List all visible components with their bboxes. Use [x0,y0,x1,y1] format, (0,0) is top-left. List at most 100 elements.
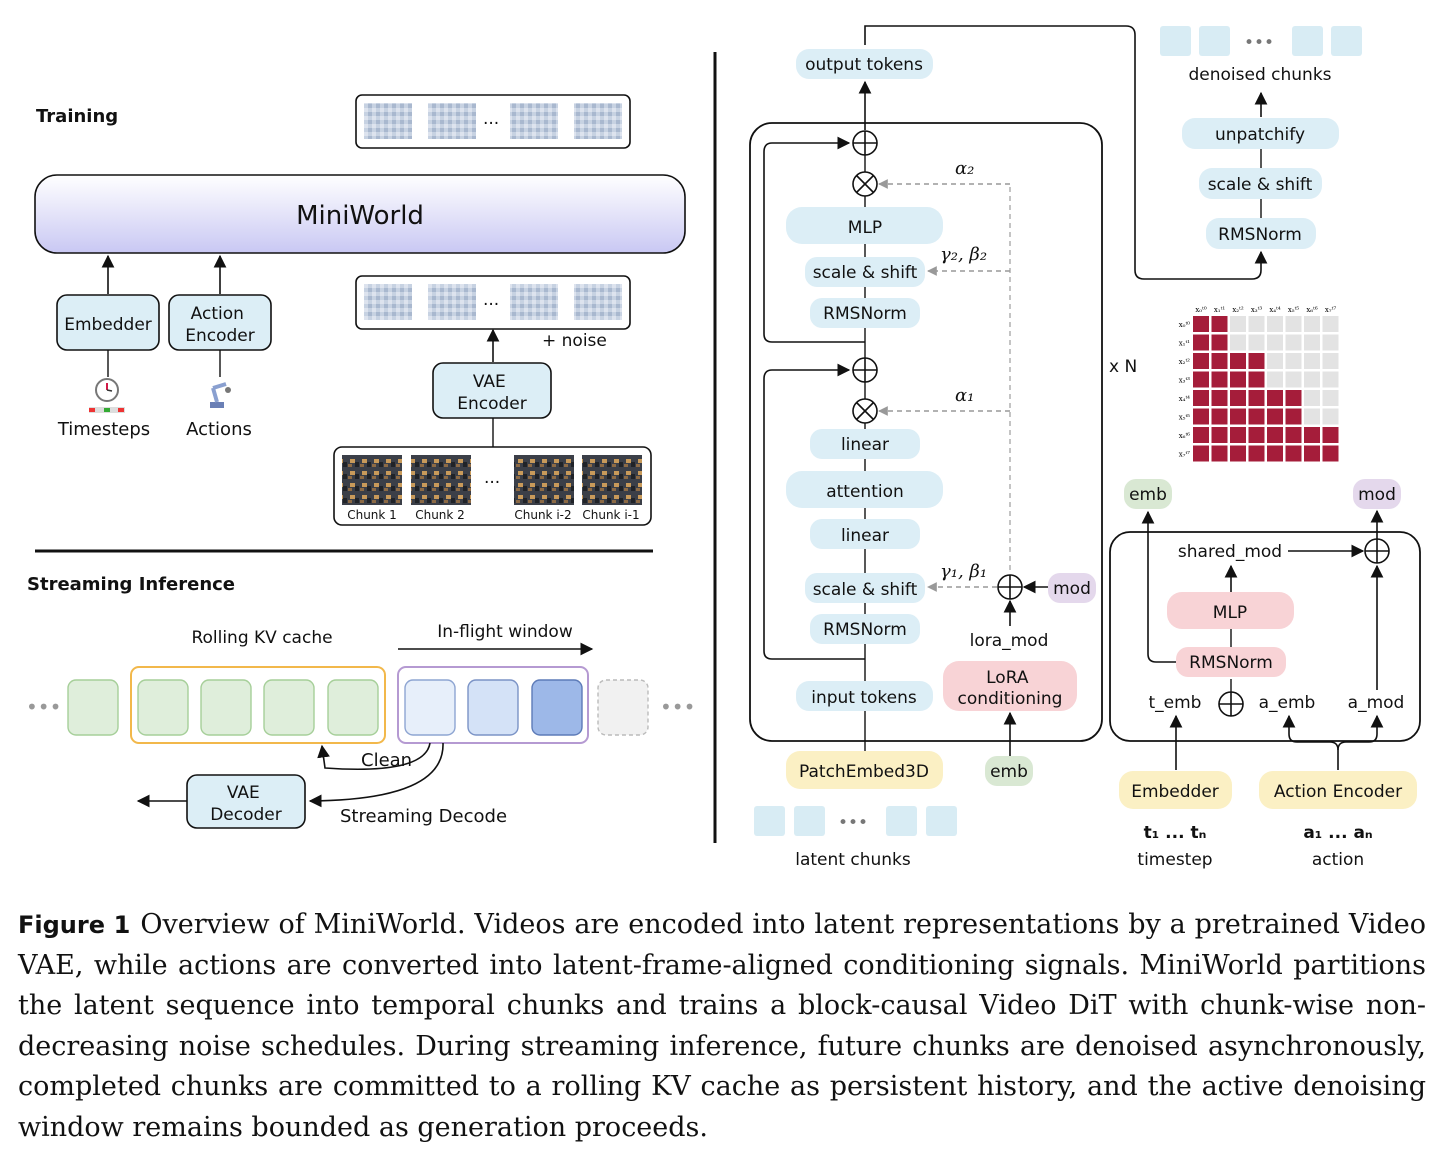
mask-cell-visible [1193,408,1209,425]
noise-label: + noise [542,331,607,351]
mask-row-label: x₅ᵗ⁵ [1179,414,1190,422]
cond-mlp-box [1167,592,1294,629]
mask-cell-visible [1230,353,1246,369]
mask-col-label: x₁ᵗ¹ [1214,306,1225,314]
mask-cell-visible [1285,408,1302,425]
denoised-chunks-label: denoised chunks [1188,65,1331,85]
mask-row-label: x₀ᵗ⁰ [1179,321,1190,329]
mask-cell-masked [1285,334,1302,351]
mod-input-label: mod [1053,579,1091,599]
output-frames-box [355,94,631,149]
output-head: ••• denoised chunks unpatchify scale & s… [864,25,1362,280]
mask-cell-masked [1267,353,1283,369]
mask-col-label: x₇ᵗ⁷ [1325,306,1336,314]
input-tokens-label: input tokens [811,688,917,708]
final-rmsnorm-label: RMSNorm [1218,225,1302,245]
mask-cell-visible [1193,353,1209,369]
cond-embedder-box [1119,771,1232,809]
mask-cell-masked [1322,316,1339,332]
unpatchify-label: unpatchify [1215,125,1305,145]
mask-cell-visible [1285,427,1302,443]
mask-cell-visible [1248,445,1265,462]
streaming-decode-label: Streaming Decode [340,806,507,827]
mask-cell-masked [1285,353,1302,369]
cached-chunk [327,679,379,736]
miniworld-model-label: MiniWorld [296,201,424,231]
mlp-label: MLP [848,218,882,238]
noised-ellipsis: ... [483,290,499,310]
mask-cell-visible [1267,408,1283,425]
mask-col-label: x₃ᵗ³ [1251,306,1262,314]
mask-col-label: x₅ᵗ⁵ [1288,306,1299,314]
inference-heading: Streaming Inference [27,574,235,595]
mask-cell-visible [1193,445,1209,462]
a-emb-label: a_emb [1259,693,1316,713]
dit-block: x N output tokens MLP scale & shift RMSN… [749,49,1137,870]
emb-output-box [1124,479,1172,509]
mask-cell-masked [1304,371,1320,388]
vae-decoder-line1: VAE [227,783,260,803]
lora-mod-label: lora_mod [970,631,1049,651]
linear-out-box [810,429,920,459]
mlp-box [786,207,943,244]
unpatchify-box [1182,118,1339,149]
mask-cell-visible [1267,445,1283,462]
output-tokens-label: output tokens [805,55,923,75]
denoising-chunk [467,679,519,736]
cached-chunk [200,679,252,736]
denoising-chunk [404,679,456,736]
mod-output-label: mod [1358,485,1396,505]
patch-embed-label: PatchEmbed3D [799,762,929,782]
mask-cell-masked [1267,316,1283,332]
emb-output-label: emb [1129,485,1167,505]
alpha1-label: α₁ [955,385,974,406]
chunk-label-2: Chunk 2 [415,508,465,522]
frames-ellipsis: ... [483,109,499,129]
latent-dots: ••• [838,813,868,833]
conditioning-frame [1109,531,1421,742]
latent-chunk [886,806,917,836]
action-label: action [1312,850,1364,870]
figure-label: Figure 1 [18,911,131,939]
denoised-chunk [1199,26,1230,56]
mask-cell-visible [1230,390,1246,406]
miniworld-diagram: Training ... MiniWorld Embedder Timestep… [26,25,1421,870]
training-heading: Training [36,106,118,127]
mask-cell-masked [1285,371,1302,388]
latent-chunk [926,806,957,836]
denoised-chunk [1292,26,1323,56]
cond-rmsnorm-box [1176,647,1286,677]
mask-cell-masked [1248,316,1265,332]
alpha2-label: α₂ [955,158,974,179]
right-dots: ••• [660,695,695,719]
emb-input-label: emb [990,762,1028,782]
vae-encoder-box [432,362,552,419]
mask-cell-masked [1322,371,1339,388]
mask-cell-masked [1230,316,1246,332]
conditioning-module: emb mod shared_mod MLP RMSNorm t_emb a_e… [1109,479,1421,870]
training-section: Training ... MiniWorld Embedder Timestep… [34,94,686,526]
noisy-frame [574,284,622,320]
actions-label: Actions [186,419,252,440]
vae-encoder-label: VAE Encoder [457,372,527,414]
rmsnorm-1-box [810,614,920,644]
mask-cell-visible [1230,445,1246,462]
mask-row-label: x₃ᵗ³ [1179,377,1190,385]
future-chunk [597,679,649,736]
mask-cell-masked [1285,316,1302,332]
final-rmsnorm-box [1206,218,1316,249]
patch-embed-box [786,751,943,789]
mask-cell-masked [1304,390,1320,406]
scale-shift-1-box [805,573,925,603]
action-seq: a₁ ... aₙ [1303,823,1372,843]
noisy-frame [428,284,476,320]
cond-rmsnorm-label: RMSNorm [1189,653,1273,673]
mask-cell-visible [1322,445,1339,462]
mask-cell-visible [1230,408,1246,425]
kv-cache-label: Rolling KV cache [191,628,332,648]
mask-cell-visible [1267,390,1283,406]
linear-in-label: linear [841,526,889,546]
scale-shift-2-box [805,257,925,287]
video-frame [342,455,402,505]
mask-cell-masked [1267,371,1283,388]
